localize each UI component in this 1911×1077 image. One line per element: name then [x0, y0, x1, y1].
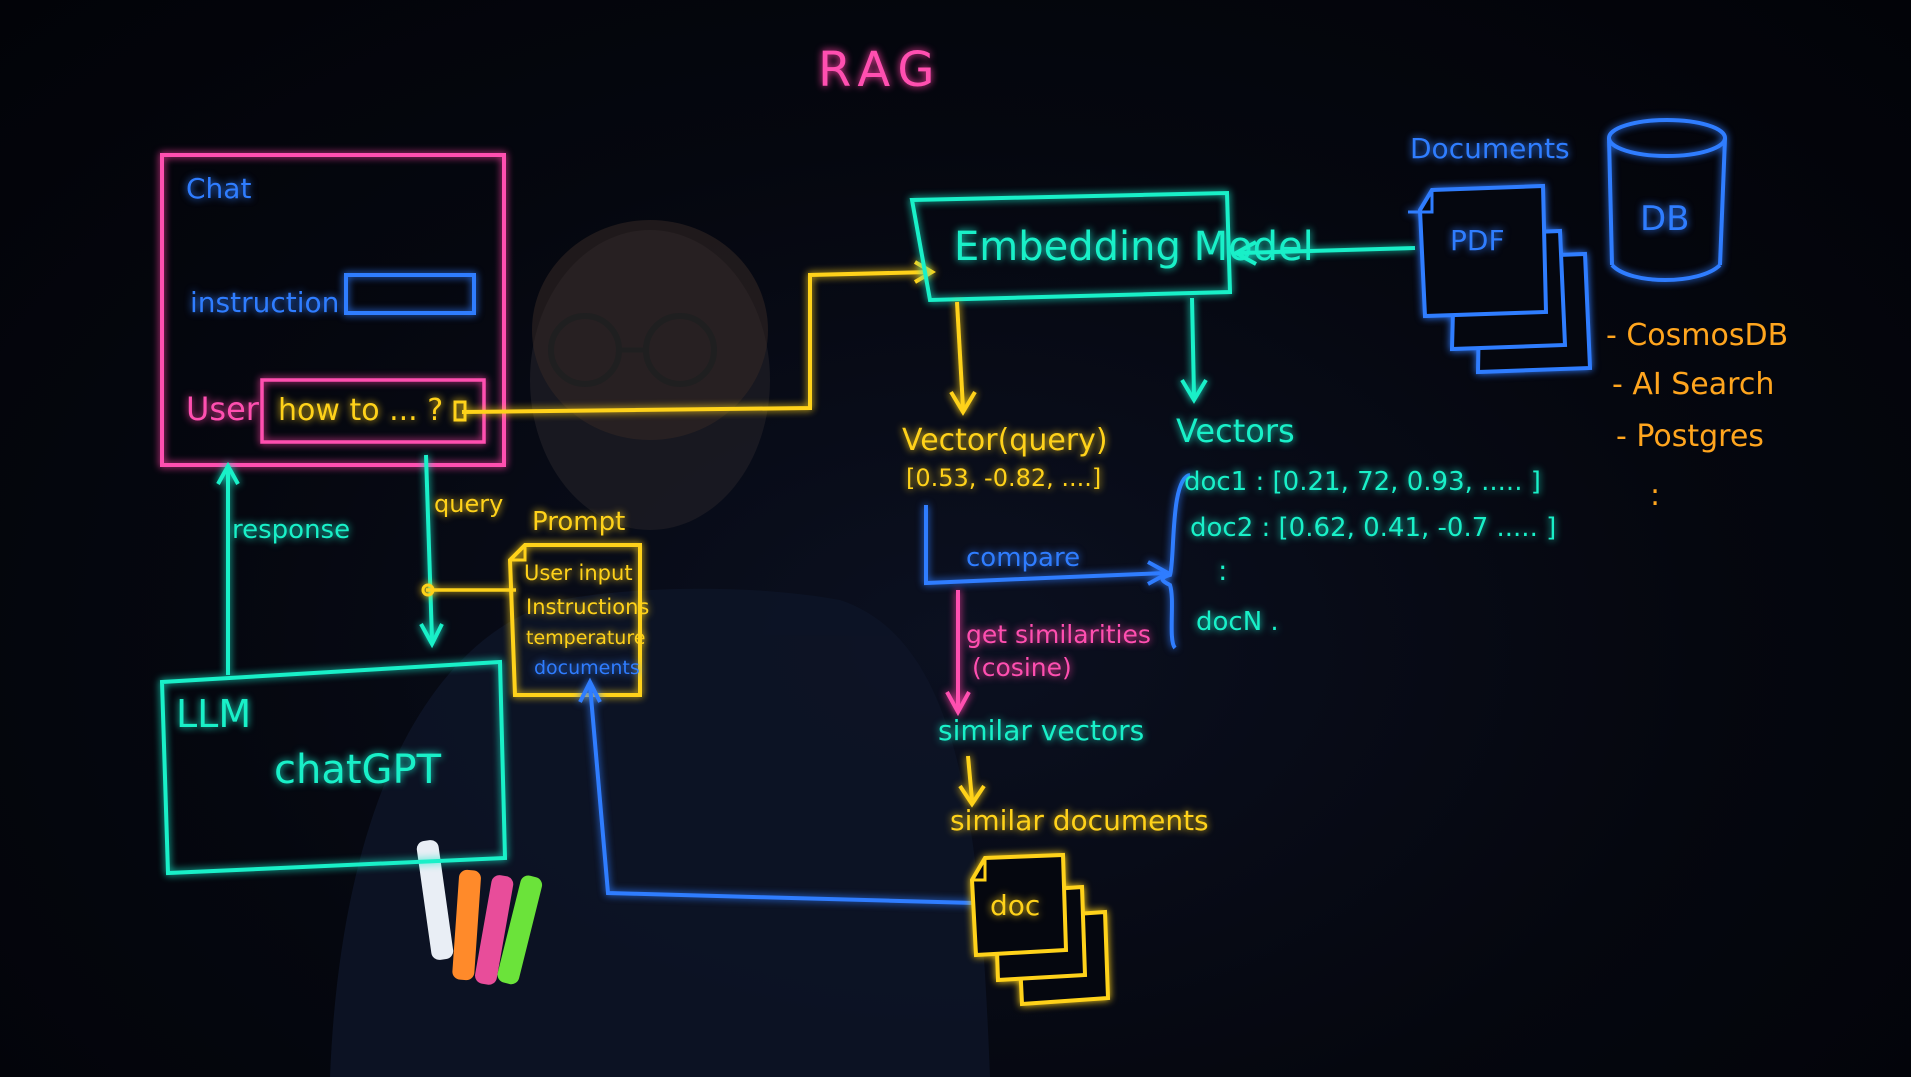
documents-label: Documents — [1410, 132, 1570, 165]
vector-row-doc2: doc2 : [0.62, 0.41, -0.7 ..... ] — [1190, 513, 1556, 543]
prompt-item-user-input: User input — [524, 561, 633, 585]
compare-label: compare — [966, 543, 1080, 573]
similar-documents-label: similar documents — [950, 804, 1209, 837]
presenter-silhouette — [330, 220, 990, 1077]
llm-model-name: chatGPT — [274, 747, 442, 793]
query-arrow — [419, 454, 444, 649]
user-label: User — [186, 390, 260, 428]
db-cylinder — [1607, 118, 1727, 282]
prompt-box — [507, 543, 642, 697]
response-arrow — [216, 461, 240, 675]
chat-label: Chat — [186, 172, 251, 205]
marker-pens — [416, 840, 543, 985]
compare-arrow — [924, 505, 1173, 586]
prompt-connector — [421, 583, 516, 597]
prompt-label: Prompt — [532, 507, 625, 537]
doc-label: doc — [990, 889, 1040, 922]
documents-to-prompt-arrow — [578, 677, 976, 905]
vector-row-doc1: doc1 : [0.21, 72, 0.93, ..... ] — [1184, 467, 1541, 497]
query-vector-values: [0.53, -0.82, ....] — [906, 464, 1101, 492]
vectors-to-documents-arrow — [958, 755, 986, 808]
query-to-embedding-arrow — [453, 260, 936, 422]
store-postgres: - Postgres — [1616, 419, 1764, 454]
prompt-item-instructions: Instructions — [526, 595, 649, 619]
pdf-stack — [1408, 183, 1593, 375]
vector-row-ellipsis: : — [1218, 554, 1227, 587]
vectors-brace — [1160, 473, 1191, 650]
embedding-to-vectors-arrow — [1180, 297, 1208, 404]
get-similarities-label: get similarities — [966, 620, 1151, 649]
instruction-input-box — [344, 273, 476, 315]
diagram-title: RAG — [818, 42, 943, 98]
prompt-item-documents: documents — [534, 657, 640, 679]
cosine-label: (cosine) — [972, 653, 1072, 682]
pdf-to-embedding-arrow — [1231, 240, 1416, 266]
query-vector-label: Vector(query) — [902, 423, 1108, 458]
doc-stack — [969, 852, 1111, 1007]
db-label: DB — [1640, 199, 1690, 239]
store-ai-search: - AI Search — [1612, 367, 1774, 402]
llm-label: LLM — [176, 692, 251, 736]
embedding-to-query-vector-arrow — [949, 301, 977, 416]
pdf-label: PDF — [1450, 224, 1505, 257]
prompt-item-temperature: temperature — [526, 627, 645, 649]
user-input-text: how to ... ? — [278, 393, 443, 428]
query-label: query — [434, 490, 503, 518]
vector-row-docN: docN . — [1196, 607, 1279, 637]
embedding-model-label: Embedding Model — [954, 224, 1314, 270]
vectors-label: Vectors — [1176, 412, 1295, 450]
store-cosmosdb: - CosmosDB — [1606, 318, 1788, 353]
store-ellipsis: : — [1650, 478, 1660, 513]
embedding-model-box — [909, 190, 1233, 303]
instruction-label: instruction — [190, 286, 339, 319]
response-label: response — [232, 515, 350, 545]
similar-vectors-label: similar vectors — [938, 714, 1144, 747]
similarity-arrow — [945, 590, 971, 717]
llm-box — [159, 659, 508, 876]
